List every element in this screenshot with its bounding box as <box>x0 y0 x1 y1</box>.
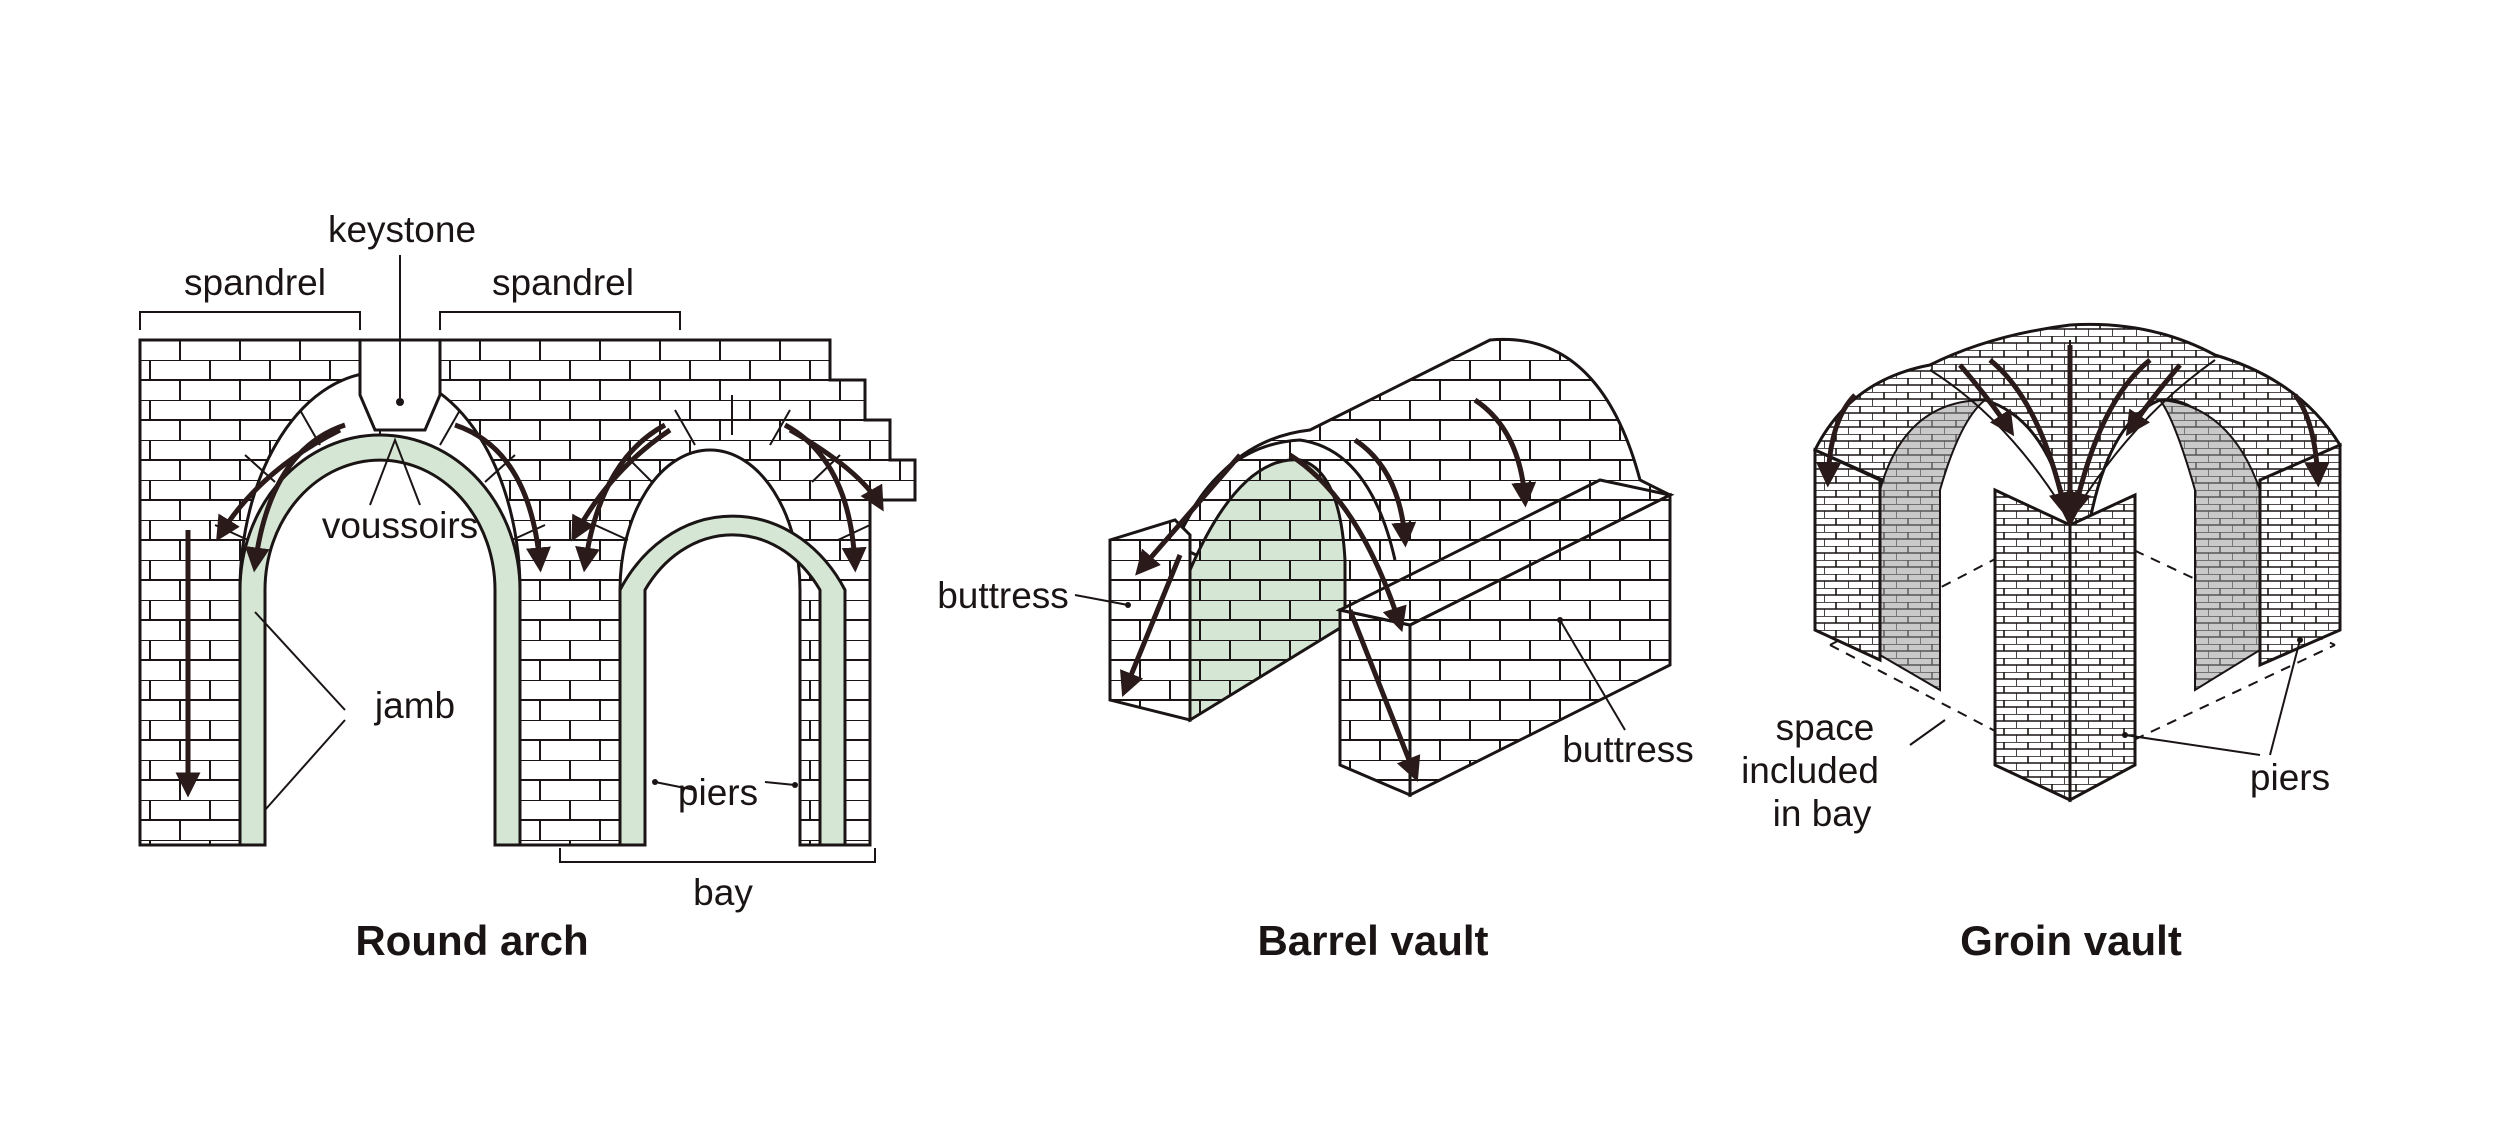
label-space-line3: in bay <box>1773 793 1872 834</box>
round-arch-callouts <box>139 255 876 863</box>
right-arch-inner-face <box>2157 398 2261 692</box>
label-keystone: keystone <box>328 209 476 250</box>
label-space-line1: space <box>1776 707 1875 748</box>
thrust-arrows-barrel <box>1120 397 1537 782</box>
label-buttress-left: buttress <box>937 575 1069 616</box>
buttress-left <box>1108 518 1192 722</box>
title-groin-vault: Groin vault <box>1960 917 2182 964</box>
barrel-vault-front-ring <box>1173 438 1397 561</box>
label-voussoirs: voussoirs <box>322 505 478 546</box>
left-arch-inner-face <box>1879 398 1988 692</box>
title-round-arch: Round arch <box>355 917 588 964</box>
label-jamb: jamb <box>374 685 455 726</box>
thrust-arrows-groin <box>1816 345 2330 528</box>
label-piers-groin: piers <box>2250 757 2330 798</box>
round-arch-figure: spandrel spandrel keystone voussoirs jam… <box>138 209 917 964</box>
barrel-callouts <box>1074 594 1626 731</box>
label-space-line2: included <box>1741 750 1879 791</box>
groin-vault-figure: space included in bay piers Groin vault <box>1741 322 2343 964</box>
label-spandrel-left: spandrel <box>184 262 326 303</box>
pier-front-left-face <box>1993 487 2072 803</box>
barrel-vault-figure: buttress buttress Barrel vault <box>937 337 1694 964</box>
label-bay: bay <box>693 872 753 913</box>
pier-right <box>2258 442 2342 668</box>
arch-intrados-left <box>238 433 522 847</box>
buttress-right-front <box>1338 608 1412 798</box>
pier-left <box>1813 447 1882 663</box>
label-buttress-right: buttress <box>1562 729 1694 770</box>
arch-intrados-right <box>618 514 847 847</box>
pier-front-right-face <box>2068 492 2137 803</box>
label-piers: piers <box>678 772 758 813</box>
label-spandrel-right: spandrel <box>492 262 634 303</box>
title-barrel-vault: Barrel vault <box>1257 917 1488 964</box>
thrust-arrows-round <box>175 422 884 798</box>
groin-callouts <box>1909 637 2303 756</box>
